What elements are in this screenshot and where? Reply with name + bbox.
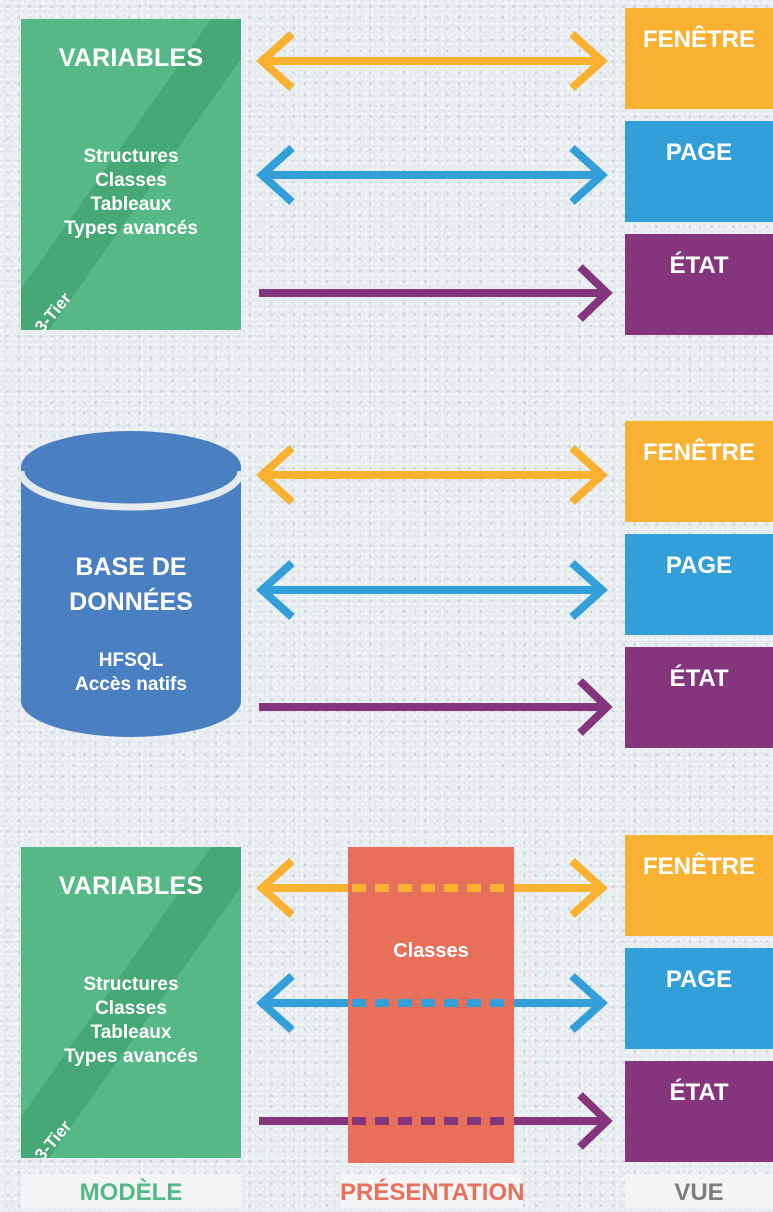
arrow-page-2 xyxy=(256,560,608,620)
line-structures: Structures xyxy=(83,146,179,167)
line-classes: Classes xyxy=(95,170,167,191)
arrow-etat-2 xyxy=(259,678,613,736)
database-icon xyxy=(17,431,245,737)
variables-title: VARIABLES xyxy=(58,44,204,72)
footer-model: MODÈLE xyxy=(21,1174,241,1208)
fenetre-label: FENÊTRE xyxy=(642,26,755,53)
etat-box-2: ÉTAT xyxy=(625,647,773,748)
page-box-3: PAGE xyxy=(625,948,773,1049)
database-lines: HFSQL Accès natifs xyxy=(21,649,241,697)
fenetre-box-3: FENÊTRE xyxy=(625,835,773,936)
database-title-line2: DONNÉES xyxy=(69,588,193,616)
fenetre-box-1: FENÊTRE xyxy=(625,8,773,109)
arrow-fenetre-2 xyxy=(256,445,608,505)
footer-presentation: PRÉSENTATION xyxy=(340,1174,524,1208)
etat-box-1: ÉTAT xyxy=(625,234,773,335)
variables-lines: Structures Classes Tableaux Types avancé… xyxy=(21,145,241,241)
line-classes: Classes xyxy=(95,998,167,1019)
variables-lines: Structures Classes Tableaux Types avancé… xyxy=(21,973,241,1069)
page-label: PAGE xyxy=(665,966,733,993)
etat-label: ÉTAT xyxy=(669,1079,729,1106)
line-hfsql: HFSQL xyxy=(98,650,164,671)
database-cylinder: BASE DE DONNÉES HFSQL Accès natifs xyxy=(17,431,245,741)
page-box-2: PAGE xyxy=(625,534,773,635)
etat-box-3: ÉTAT xyxy=(625,1061,773,1162)
fenetre-label: FENÊTRE xyxy=(642,853,755,880)
line-acces-natifs: Accès natifs xyxy=(75,674,187,695)
page-label: PAGE xyxy=(665,139,733,166)
variables-title: VARIABLES xyxy=(58,872,204,900)
fenetre-label: FENÊTRE xyxy=(642,439,755,466)
line-structures: Structures xyxy=(83,974,179,995)
line-tableaux: Tableaux xyxy=(90,1022,172,1043)
page-box-1: PAGE xyxy=(625,121,773,222)
line-types-avances: Types avancés xyxy=(64,1046,198,1067)
etat-label: ÉTAT xyxy=(669,665,729,692)
line-types-avances: Types avancés xyxy=(64,218,198,239)
etat-label: ÉTAT xyxy=(669,252,729,279)
arrow-fenetre-1 xyxy=(256,31,608,91)
arrow-fenetre-3 xyxy=(256,858,608,918)
presentation-label: Classes xyxy=(393,940,469,962)
fenetre-box-2: FENÊTRE xyxy=(625,421,773,522)
database-title-line1: BASE DE xyxy=(75,553,187,581)
page-label: PAGE xyxy=(665,552,733,579)
arrow-page-1 xyxy=(256,145,608,205)
arrow-etat-3 xyxy=(259,1092,613,1150)
database-title: BASE DE DONNÉES xyxy=(21,550,241,620)
footer-view: VUE xyxy=(625,1174,773,1208)
arrow-page-3 xyxy=(256,973,608,1033)
line-tableaux: Tableaux xyxy=(90,194,172,215)
arrow-etat-1 xyxy=(259,264,613,322)
